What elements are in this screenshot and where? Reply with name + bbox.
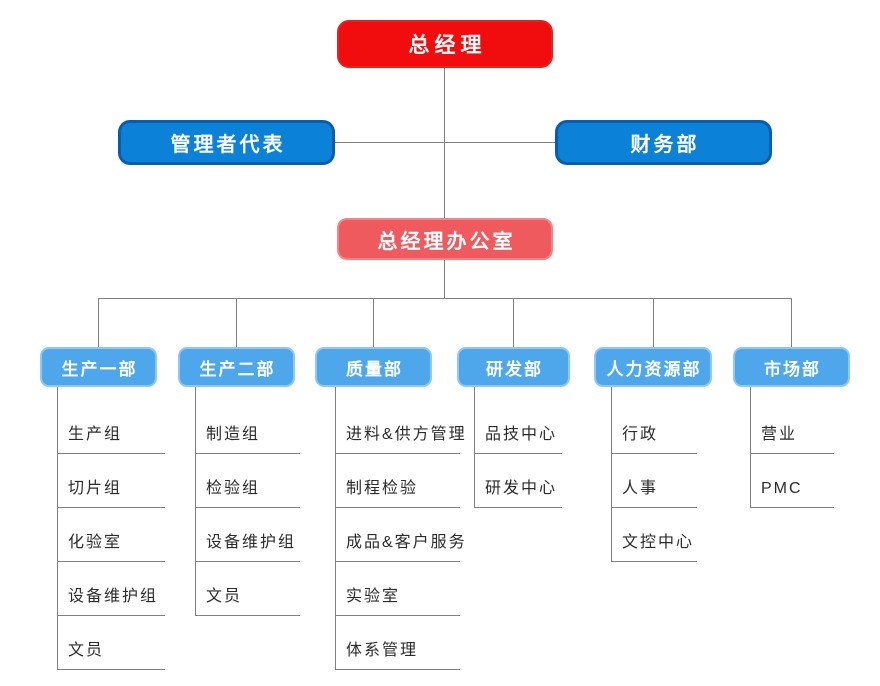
connector-line-root-to-office	[444, 68, 445, 218]
node-finance-department: 财务部	[555, 120, 772, 165]
connector-drop-dept-2	[236, 298, 237, 347]
sub-unit-item: 人事	[611, 464, 697, 508]
sub-unit-item: 行政	[611, 410, 697, 454]
node-general-manager: 总经理	[337, 20, 553, 68]
sub-unit-item: 检验组	[195, 464, 300, 508]
connector-line-distribution	[98, 298, 791, 299]
sub-unit-item: 化验室	[57, 518, 165, 562]
sub-unit-item: 成品&客户服务	[335, 518, 465, 562]
sub-unit-item: 生产组	[57, 410, 165, 454]
sub-unit-item: 文控中心	[611, 518, 697, 562]
sub-unit-item: 体系管理	[335, 626, 460, 670]
sub-unit-item: 制程检验	[335, 464, 460, 508]
node-dept-rnd: 研发部	[457, 347, 570, 387]
connector-spine-hr	[611, 387, 612, 562]
connector-spine-quality	[335, 387, 336, 670]
node-dept-market: 市场部	[733, 347, 850, 387]
sub-unit-item: 研发中心	[474, 464, 562, 508]
sub-unit-item: 品技中心	[474, 410, 562, 454]
connector-drop-dept-4	[513, 298, 514, 347]
connector-drop-dept-6	[791, 298, 792, 347]
node-dept-production2: 生产二部	[178, 347, 295, 387]
node-dept-production1: 生产一部	[40, 347, 157, 387]
node-management-representative: 管理者代表	[118, 120, 335, 165]
node-gm-office: 总经理办公室	[337, 218, 553, 260]
connector-drop-dept-1	[98, 298, 99, 347]
sub-unit-item: 进料&供方管理	[335, 410, 465, 454]
connector-line-level2	[335, 142, 555, 143]
connector-drop-dept-5	[653, 298, 654, 347]
node-dept-quality: 质量部	[315, 347, 432, 387]
sub-unit-item: PMC	[750, 464, 834, 508]
sub-unit-item: 设备维护组	[57, 572, 165, 616]
connector-line-office-drop	[444, 260, 445, 298]
sub-unit-item: 营业	[750, 410, 834, 454]
connector-drop-dept-3	[373, 298, 374, 347]
sub-unit-item: 文员	[57, 626, 165, 670]
connector-spine-production2	[195, 387, 196, 616]
sub-unit-item: 切片组	[57, 464, 165, 508]
sub-unit-item: 文员	[195, 572, 300, 616]
connector-spine-rnd	[474, 387, 475, 508]
connector-spine-market	[750, 387, 751, 508]
node-dept-hr: 人力资源部	[594, 347, 712, 387]
connector-spine-production1	[57, 387, 58, 670]
sub-unit-item: 制造组	[195, 410, 300, 454]
sub-unit-item: 实验室	[335, 572, 460, 616]
sub-unit-item: 设备维护组	[195, 518, 300, 562]
